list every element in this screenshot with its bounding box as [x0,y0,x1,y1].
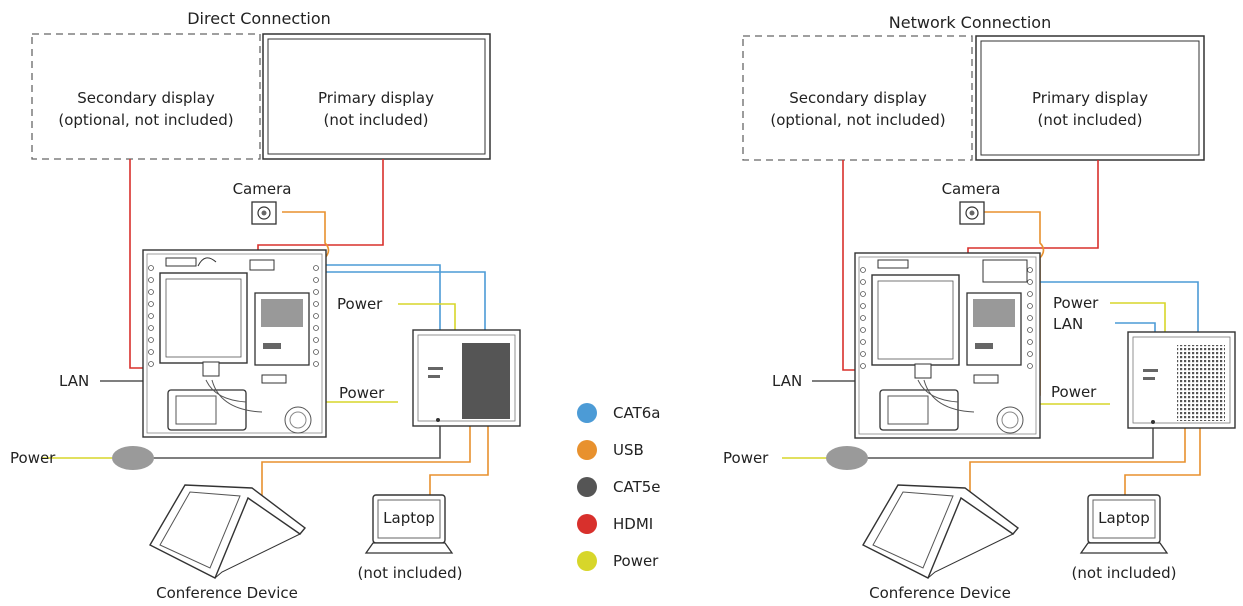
legend-swatch-cat6a [577,403,597,423]
network-primary-display [975,35,1205,161]
direct-conference-label: Conference Device [156,584,298,602]
network-conference-device [862,484,1020,579]
direct-power-brick [112,446,154,470]
primary-display-label: Primary display [318,89,434,107]
direct-mounting-plate [142,249,327,438]
direct-camera-label: Camera [233,180,292,198]
direct-power-left-label: Power [10,449,56,467]
legend-label-hdmi: HDMI [613,515,653,533]
network-camera-label: Camera [942,180,1001,198]
network-laptop: Laptop [1079,494,1169,554]
network-conference-label: Conference Device [869,584,1011,602]
legend-swatch-usb [577,440,597,460]
direct-laptop-note: (not included) [358,564,463,582]
network-secondary-display-note: (optional, not included) [770,111,945,129]
network-secondary-display-label: Secondary display [789,89,927,107]
primary-display [262,33,491,160]
legend-label-cat6a: CAT6a [613,404,660,422]
network-primary-display-label: Primary display [1032,89,1148,107]
direct-conference-device [149,484,307,579]
legend-swatch-power [577,551,597,571]
secondary-display-label: Secondary display [77,89,215,107]
direct-title: Direct Connection [187,9,331,28]
network-secondary-display [742,35,973,161]
network-processor [1127,331,1236,429]
network-laptop-label: Laptop [1098,509,1150,527]
network-power-left-label: Power [723,449,769,467]
network-primary-display-note: (not included) [1038,111,1143,129]
direct-lan-label: LAN [59,372,89,390]
network-power-top-label: Power [1053,294,1099,312]
network-lan-label: LAN [772,372,802,390]
legend-label-usb: USB [613,441,644,459]
network-laptop-note: (not included) [1072,564,1177,582]
direct-power-mid-label: Power [339,384,385,402]
network-mounting-plate [854,252,1041,439]
network-power-brick [826,446,868,470]
direct-laptop-label: Laptop [383,509,435,527]
direct-power-top-label: Power [337,295,383,313]
primary-display-note: (not included) [324,111,429,129]
network-lan-top-label: LAN [1053,315,1083,333]
direct-processor [412,329,521,427]
direct-camera: Camera [233,180,292,225]
legend-swatch-cat5e [577,477,597,497]
network-power-mid-label: Power [1051,383,1097,401]
secondary-display [31,33,261,160]
legend-label-power: Power [613,552,659,570]
legend-swatch-hdmi [577,514,597,534]
network-connection-diagram: Network Connection Secondary display (op… [723,13,1236,602]
direct-laptop: Laptop [364,494,454,554]
network-camera: Camera [942,180,1001,225]
network-title: Network Connection [889,13,1051,32]
secondary-display-note: (optional, not included) [58,111,233,129]
network-cables [782,160,1201,495]
legend-label-cat5e: CAT5e [613,478,661,496]
direct-connection-diagram: Direct Connection Secondary display (opt… [10,9,521,602]
